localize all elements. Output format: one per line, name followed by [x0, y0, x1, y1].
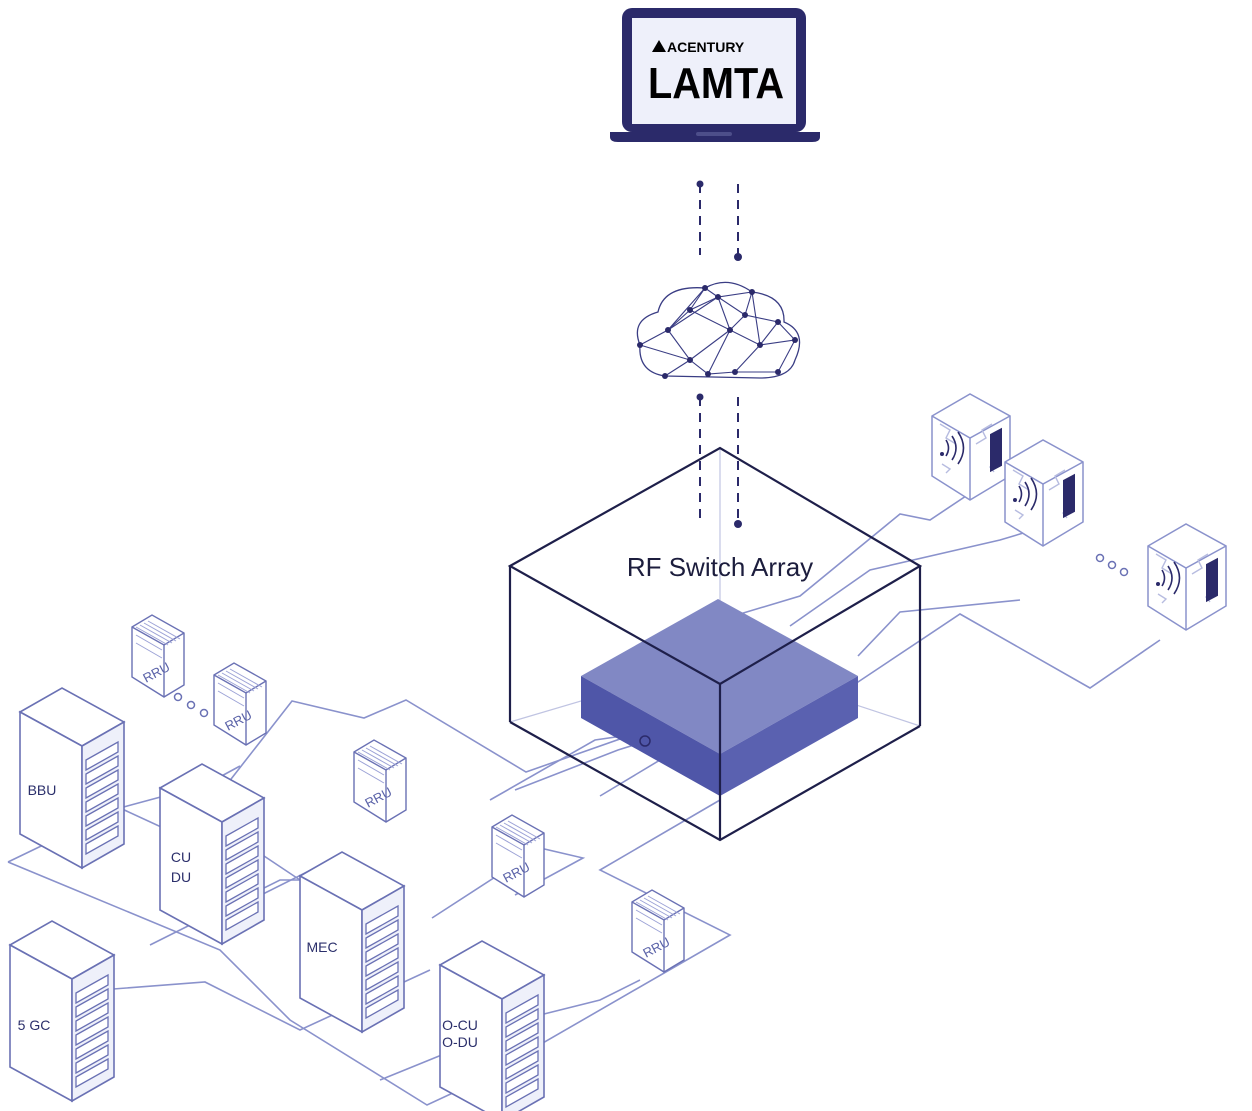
cloud-switch-link	[699, 397, 739, 525]
rru-unit-icon	[631, 889, 685, 973]
link-dot	[734, 253, 742, 261]
rru-unit-icon	[353, 739, 407, 823]
switch-device-right	[720, 676, 858, 796]
switch-array-label: RF Switch Array	[627, 552, 813, 582]
rack-label-du: DU	[171, 869, 191, 885]
shield-box-icon	[1147, 523, 1227, 631]
server-rack-icon	[18, 687, 126, 870]
link-dot	[696, 393, 704, 401]
laptop-cloud-link	[699, 184, 739, 255]
rack-label-ocu: O-CU	[442, 1017, 478, 1033]
shield-box-icon	[931, 393, 1011, 501]
rf-switch-array: RF Switch Array	[507, 446, 923, 842]
rack-label-mec: MEC	[306, 939, 337, 955]
rack-label-bbu: BBU	[28, 782, 57, 798]
laptop-icon: ACENTURY LAMTA	[610, 8, 820, 142]
rack-label-5gc: 5 GC	[18, 1017, 51, 1033]
rack-label-cu: CU	[171, 849, 191, 865]
rru-unit-icon	[491, 814, 545, 898]
switch-device-left	[581, 676, 720, 796]
acentury-logo: ACENTURY LAMTA	[648, 39, 784, 108]
shield-box-icon	[1004, 439, 1084, 547]
switch-device-top	[581, 599, 858, 754]
cloud-network-icon	[636, 281, 801, 379]
rru-unit-icon: RRU	[131, 614, 185, 698]
laptop-brand-small: ACENTURY	[667, 39, 745, 55]
laptop-brand-large: LAMTA	[648, 59, 784, 108]
port-icon	[639, 735, 651, 747]
link-dot	[734, 520, 742, 528]
link-dot	[696, 180, 704, 188]
rack-label-odu: O-DU	[442, 1034, 478, 1050]
ellipsis-dots-icon	[173, 692, 209, 718]
rru-unit-icon	[213, 662, 267, 746]
server-rack-icon	[9, 920, 115, 1102]
ellipsis-dots-icon	[1095, 553, 1129, 577]
